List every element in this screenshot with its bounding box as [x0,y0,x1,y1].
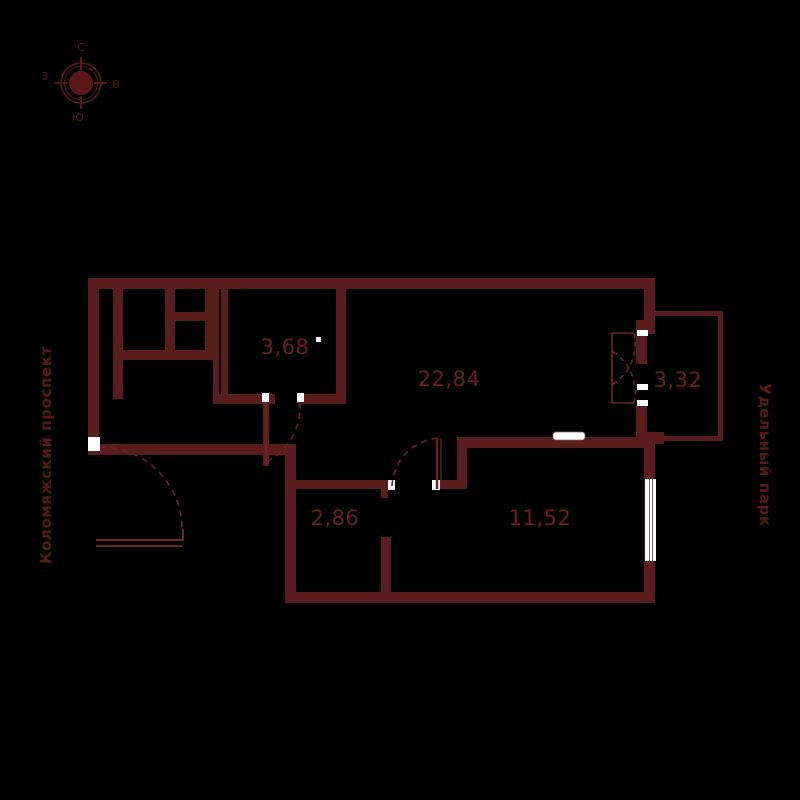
opening-entry-door [88,444,100,451]
wall-closet-inner-vertical-c [205,289,213,360]
wall-closet-inner-vertical [113,289,123,399]
wall-bath-right-divider [381,537,391,595]
windows-group [88,330,656,561]
door-arc-balcony-upper [609,332,637,387]
marker-kitchen-dot [316,337,321,342]
wall-closet-divider-a [113,350,175,360]
street-label-right: Удельный парк [756,383,774,526]
wall-bedroom-top-left-return [457,437,467,489]
opening-balcony-mid [637,384,648,390]
compass-label-south: Ю [72,111,84,124]
compass-label-north: С [77,41,85,54]
compass-label-east: В [112,78,120,91]
wall-bath-nub [381,489,388,498]
wall-corridor-bottom [296,480,392,489]
wall-kitchen-left-a [213,289,219,394]
wall-top-exterior [88,278,655,289]
door-arc-entry [99,446,183,530]
wall-kitchen-left-b [221,289,228,394]
wall-bedroom-top [457,437,645,448]
wall-balcony-bottom [655,436,723,441]
opening-balcony-top [637,330,648,336]
wall-closet-divider-c [175,350,213,360]
room-labels-group: 3,68 22,84 3,32 2,86 11,52 [261,335,703,530]
wall-kitchen-bottom-left [213,394,275,404]
room-label-living: 22,84 [418,367,481,391]
door-arc-corridor [391,437,441,487]
door-swings-group [96,332,637,547]
wall-bedroom-left-step [432,480,467,489]
street-label-left: Коломяжский проспект [37,346,55,564]
wall-closet-inner-vertical-b [165,289,175,360]
wall-bottom-exterior [285,592,655,603]
room-label-bath: 2,86 [311,506,360,530]
wall-balcony-right [718,311,723,441]
opening-kitchen-jamb-left [262,393,269,402]
wall-closet-divider-b [175,312,213,321]
door-leaf-entry [96,529,184,541]
wall-balcony-top [655,311,723,316]
opening-balcony-bottom [637,400,648,406]
street-labels-group: Коломяжский проспект Удельный парк [37,346,774,564]
wall-hall-bottom [88,444,295,455]
walls-group [88,278,723,603]
compass-label-west: З [41,70,48,83]
wall-left-exterior [88,278,99,455]
door-arc-balcony-lower [609,349,637,404]
compass-rose: С В Ю З [41,41,119,124]
compass-center-disc [69,71,93,95]
room-label-bedroom: 11,52 [509,506,572,530]
door-opening-bedroom [552,431,586,441]
wall-right-balcony-upper [636,334,647,364]
room-label-kitchen: 3,68 [261,335,310,359]
door-arc-kitchen [265,401,301,463]
wall-right-exterior-upper-a [644,278,655,330]
window-bedroom-right [645,479,656,561]
wall-kitchen-right [336,289,346,404]
wall-bath-left [285,444,296,602]
wall-kitchen-bottom-right [297,394,346,404]
wall-right-balcony-lower [636,406,647,444]
opening-kitchen-jamb-right [297,393,304,402]
room-label-balcony: 3,32 [654,368,703,392]
opening-entry-door-upper [88,437,100,444]
